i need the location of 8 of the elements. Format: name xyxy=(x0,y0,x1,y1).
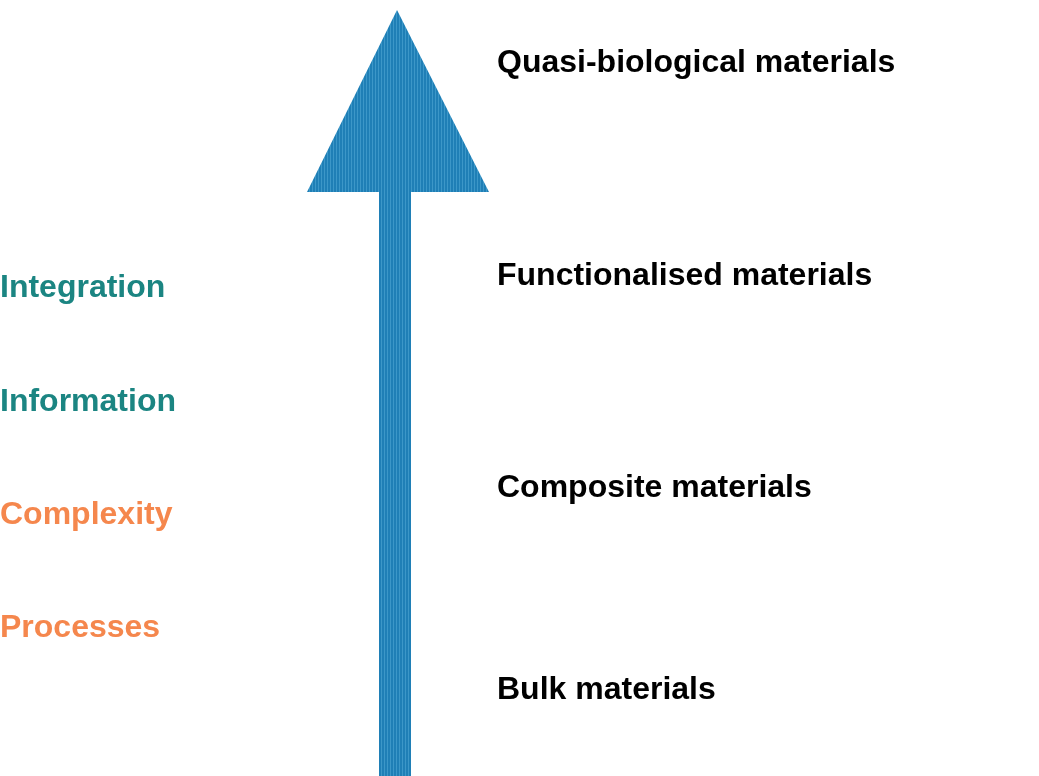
level-label: Functionalised materials xyxy=(497,258,873,290)
axis-label: Complexity xyxy=(0,497,173,529)
axis-label: Integration xyxy=(0,270,166,302)
axis-label: Processes xyxy=(0,610,161,642)
axis-label: Information xyxy=(0,384,176,416)
level-label: Bulk materials xyxy=(497,672,716,704)
level-label: Composite materials xyxy=(497,470,812,502)
level-label: Quasi-biological materials xyxy=(497,45,896,77)
